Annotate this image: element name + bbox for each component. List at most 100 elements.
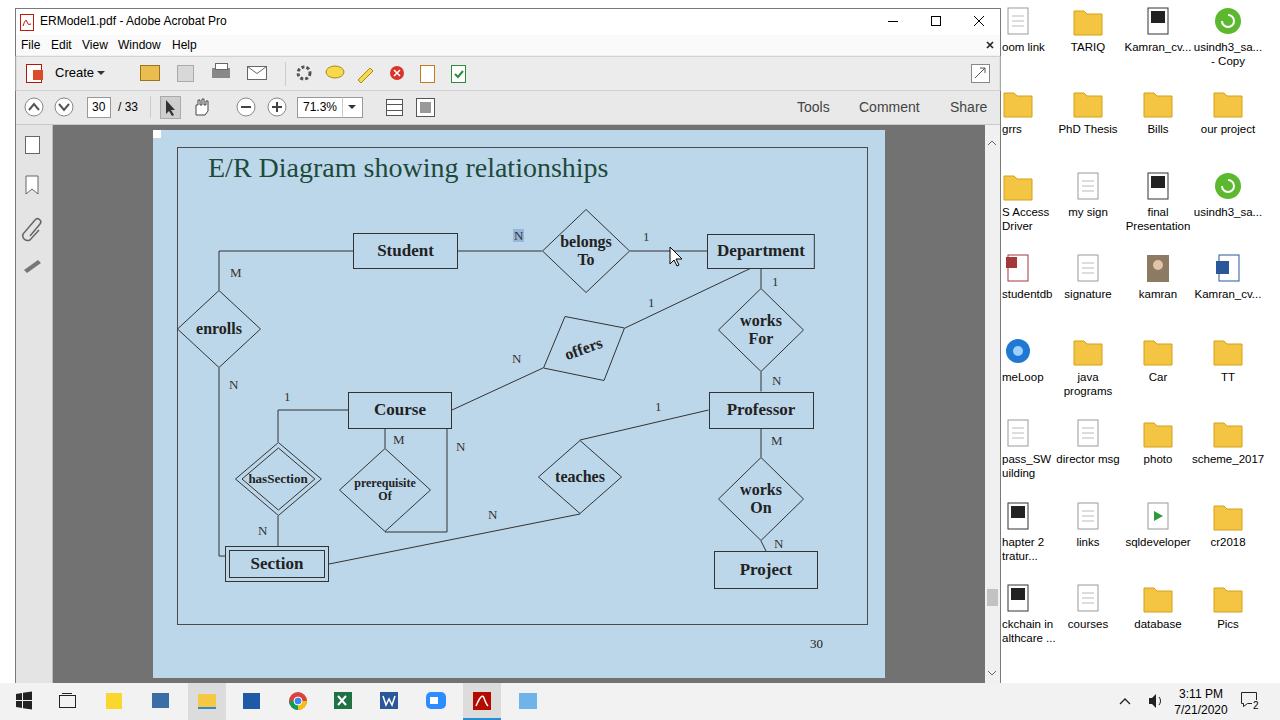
document-area: [153, 130, 885, 678]
desktop-icon-label: cr2018: [1192, 535, 1264, 549]
toolbar: [248, 67, 267, 74]
node-outline: [708, 234, 815, 268]
desktop-icon: [1148, 503, 1168, 529]
cardinality-label: N: [774, 537, 783, 550]
desktop-icon: [1153, 260, 1163, 270]
document-area: [987, 589, 998, 606]
relationship-diamond: teaches: [538, 440, 622, 514]
relationship-line: [329, 514, 580, 564]
desktop-icon: [1215, 173, 1241, 199]
relationship-line: [761, 541, 766, 551]
desktop-icon-label: scheme_2017: [1192, 452, 1264, 466]
desktop-icon: [1082, 511, 1094, 521]
entity-box: Course: [348, 392, 452, 429]
relationship-line: [219, 368, 225, 556]
node-label: Professor: [727, 401, 796, 420]
desktop-icon-label: usindh3_sa...: [1192, 205, 1264, 219]
taskbar: [473, 692, 491, 710]
cardinality-label: N: [229, 378, 238, 391]
node-outline: [539, 441, 622, 514]
desktop-icon-label: Kamran_cv...: [1192, 287, 1264, 301]
ui-label: Tools: [797, 99, 830, 116]
toolbar: [178, 66, 194, 82]
cardinality-label: M: [771, 434, 783, 447]
desktop-icon-label: usindh3_sa... - Copy: [1192, 40, 1264, 68]
cardinality-label: N: [513, 229, 524, 242]
ui-label: 7/21/2020: [1165, 703, 1237, 717]
relationship-line: [278, 410, 348, 442]
desktop-icon-label: studentdb: [1002, 287, 1062, 301]
ui-label: Edit: [51, 38, 72, 52]
desktop-icon: [1216, 261, 1229, 274]
ui-label: 2: [1252, 700, 1260, 712]
ui-label: Help: [172, 38, 197, 52]
desktop-icon: [1144, 93, 1172, 117]
node-label: Course: [374, 401, 426, 420]
toolbar: [59, 104, 69, 110]
desktop-icon-label: final Presentation: [1122, 205, 1194, 233]
relationship-line: [458, 251, 542, 252]
document-area: [23, 219, 41, 241]
node-label: prerequisite Of: [354, 477, 416, 503]
taskbar: [188, 683, 226, 720]
taskbar: [463, 718, 501, 720]
node-outline: [544, 317, 625, 381]
taskbar: [198, 707, 216, 709]
desktop-icon: [1144, 423, 1172, 447]
taskbar: [243, 693, 260, 709]
window-frame: [16, 9, 1001, 684]
toolbar: [55, 98, 73, 116]
desktop-icon: [1082, 428, 1094, 438]
desktop-icon: [1214, 341, 1242, 365]
taskbar: [334, 692, 352, 709]
toolbar: [387, 105, 403, 111]
desktop-icon: [1082, 263, 1094, 273]
taskbar: [476, 696, 488, 706]
toolbar: [25, 98, 43, 116]
toolbar: [196, 99, 208, 115]
desktop-icon: [1151, 176, 1165, 188]
node-label: Section: [251, 555, 304, 574]
desktop-icon: [1215, 8, 1241, 34]
window-frame: [16, 9, 1000, 35]
desktop-icon: [1078, 585, 1098, 611]
cardinality-label: 1: [772, 275, 779, 288]
taskbar: [1149, 694, 1156, 708]
desktop-icon-label: java programs: [1052, 370, 1124, 398]
desktop-icon: [1082, 181, 1094, 191]
node-text-group: prerequisite Of: [354, 477, 416, 503]
taskbar: [426, 692, 446, 709]
toolbar: [298, 98, 363, 118]
document-area: [26, 137, 40, 154]
relationship-line: [761, 429, 762, 458]
node-outline: [235, 443, 321, 516]
desktop-icon: [1074, 341, 1102, 365]
taskbar: [62, 693, 72, 694]
node-text-group: works For: [740, 312, 782, 347]
toolbar: [16, 57, 1000, 126]
relationship-diamond: prerequisite Of: [339, 448, 431, 532]
toolbar: [272, 102, 282, 112]
desktop-icon-label: our project: [1192, 122, 1264, 136]
toolbar: [248, 67, 267, 80]
entity-box: Student: [353, 233, 458, 269]
desktop-icon: [1148, 8, 1168, 34]
taskbar: [152, 693, 169, 708]
desktop-icon: [1004, 93, 1032, 117]
desktop-icon: [1012, 428, 1024, 438]
desktop-icon: [1008, 420, 1028, 446]
node-outline: [719, 458, 804, 541]
entity-box: Department: [707, 234, 815, 269]
desktop-icon: [1148, 503, 1168, 529]
desktop-icon: [1078, 503, 1098, 529]
node-label: works For: [740, 312, 782, 347]
desktop-icon-label: Kamran_cv...: [1122, 40, 1194, 54]
toolbar: [417, 99, 435, 117]
cardinality-label: M: [393, 433, 405, 446]
desktop-icon: [1214, 506, 1242, 530]
cardinality-label: 1: [648, 296, 655, 309]
desktop-icon-label: pass_SW uilding: [1002, 452, 1062, 480]
cardinality-label: M: [230, 266, 242, 279]
taskbar: [60, 696, 76, 708]
toolbar: [394, 70, 400, 76]
